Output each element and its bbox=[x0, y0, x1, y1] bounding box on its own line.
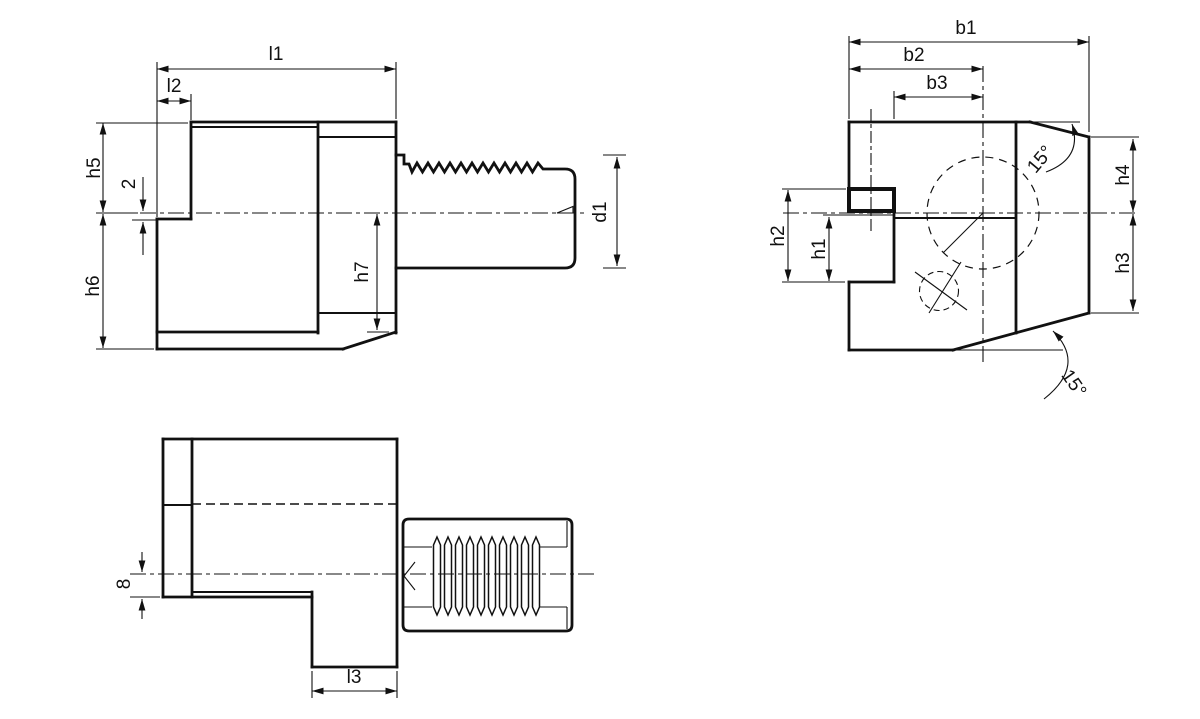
dim-h1: h1 bbox=[809, 217, 833, 281]
dim-label-h3: h3 bbox=[1113, 252, 1134, 273]
dim-label-l3: l3 bbox=[347, 667, 362, 688]
dim-l1: l1 bbox=[157, 44, 396, 73]
dim-h4: h4 bbox=[1113, 139, 1137, 212]
dim-label-b2: b2 bbox=[903, 45, 924, 66]
front-view-shank-circle bbox=[926, 156, 1040, 270]
dim-label-h7: h7 bbox=[352, 261, 373, 282]
bottom-view-shank bbox=[401, 517, 574, 633]
dim-b3: b3 bbox=[894, 73, 983, 101]
dim-label-h5: h5 bbox=[84, 157, 105, 178]
dim-h7: h7 bbox=[352, 214, 381, 330]
dim-label-h2: h2 bbox=[768, 225, 789, 246]
bottom-view-outline bbox=[161, 437, 399, 669]
front-view-screw-hole bbox=[914, 261, 968, 314]
front-view-clamp-block bbox=[847, 187, 896, 213]
dim-l2: l2 bbox=[157, 76, 191, 105]
dim-h6: h6 bbox=[83, 214, 107, 348]
front-view-radius-line bbox=[942, 212, 984, 254]
side-view-thread-runout-flag bbox=[556, 205, 574, 214]
front-view-outline bbox=[847, 120, 1091, 352]
dim-label-h1: h1 bbox=[809, 238, 830, 259]
side-view: l1 l2 h5 h6 2 h7 bbox=[83, 44, 626, 351]
dim-label-h6: h6 bbox=[83, 275, 104, 296]
side-view-shank bbox=[394, 153, 577, 270]
dim-l3: l3 bbox=[312, 667, 397, 695]
dim-label-b3: b3 bbox=[926, 73, 947, 94]
dim-label-8: 8 bbox=[114, 579, 135, 590]
dim-label-b1: b1 bbox=[955, 18, 976, 39]
dim-label-d1: d1 bbox=[590, 201, 611, 222]
bottom-view: 8 l3 bbox=[114, 437, 596, 698]
bottom-view-dimensions: 8 l3 bbox=[114, 552, 398, 698]
dim-label-l1: l1 bbox=[269, 44, 284, 65]
dim-h3: h3 bbox=[1113, 214, 1137, 311]
dim-label-h4: h4 bbox=[1113, 164, 1134, 186]
dim-b2: b2 bbox=[849, 45, 983, 73]
dim-h5: h5 bbox=[84, 123, 107, 212]
dim-h2: h2 bbox=[768, 190, 792, 281]
dim-offset-2: 2 bbox=[119, 177, 147, 255]
dim-b1: b1 bbox=[849, 18, 1089, 46]
dim-d1: d1 bbox=[590, 157, 621, 266]
dim-label-l2: l2 bbox=[167, 76, 182, 97]
dim-label-2: 2 bbox=[119, 179, 140, 190]
side-view-outline bbox=[155, 120, 398, 351]
side-view-dimensions: l1 l2 h5 h6 2 h7 bbox=[83, 44, 626, 350]
dim-offset-8: 8 bbox=[114, 552, 146, 619]
